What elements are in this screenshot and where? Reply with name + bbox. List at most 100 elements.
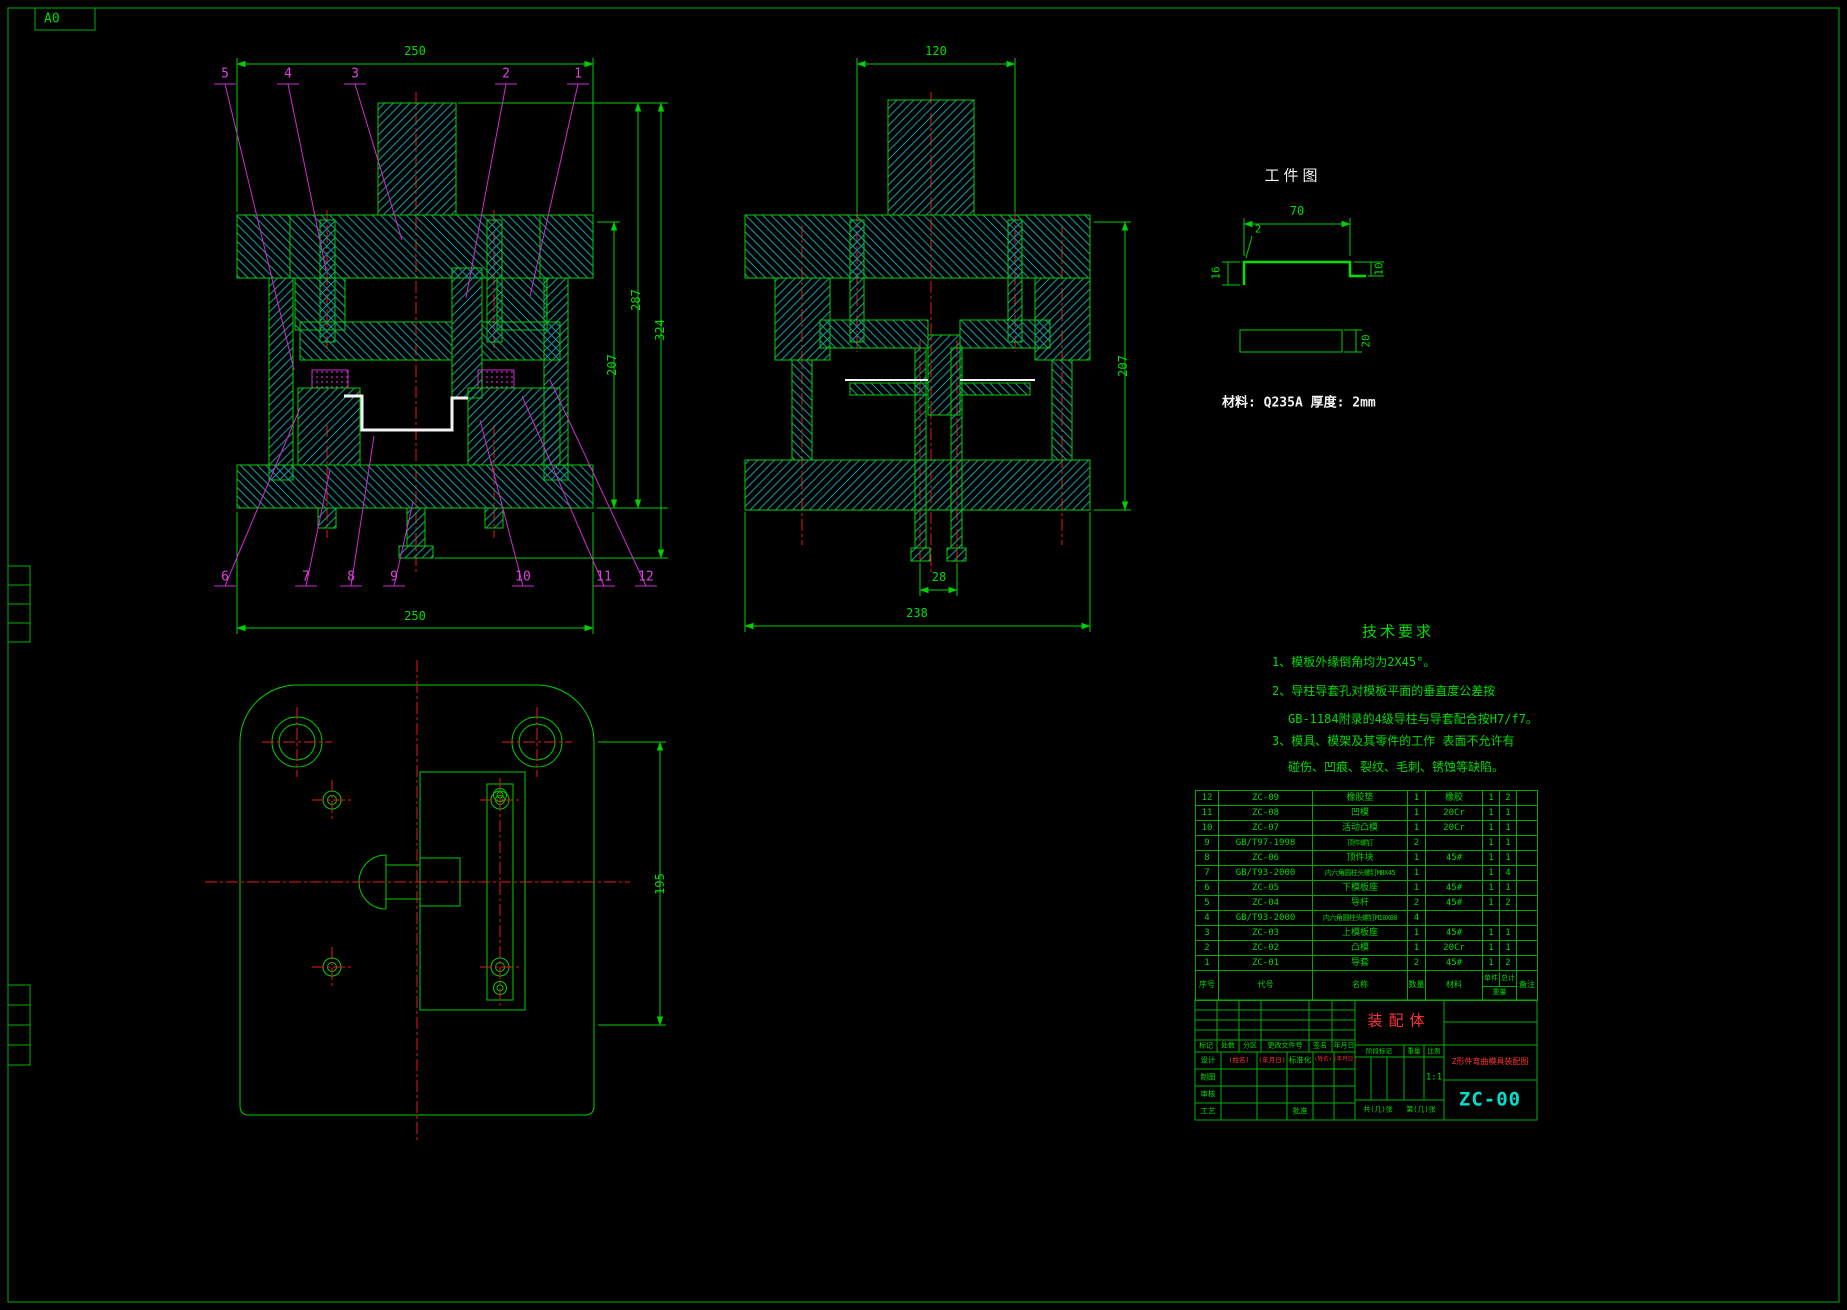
bom-remark (1516, 820, 1538, 836)
bom-material: 45# (1425, 895, 1483, 911)
bom-unit: 1 (1482, 820, 1500, 836)
bom-header-material: 材料 (1425, 970, 1483, 1001)
title-block-stage-mark-label: 阶段标记 (1366, 1046, 1392, 1055)
title-block-sheets-total: 共(几)张 (1363, 1105, 1393, 1114)
bom-code: GB/T93-2000 (1218, 910, 1313, 926)
bom-remark (1516, 955, 1538, 971)
bom-name: 顶件块 (1312, 850, 1408, 866)
title-block-sheet-no: 第(几)张 (1406, 1105, 1436, 1114)
bom-unit: 1 (1482, 805, 1500, 821)
title-block-assembly-name: 装配体 (1367, 1011, 1431, 1030)
role-standard: 标准化 (1288, 1055, 1312, 1065)
tech-req-line-2: 2、导柱导套孔对模板平面的垂直度公差按 (1272, 684, 1496, 698)
bom-qty: 2 (1407, 955, 1426, 971)
bom-total: 2 (1499, 790, 1517, 806)
bom-code: ZC-07 (1218, 820, 1313, 836)
dim-front-height-324: 324 (653, 319, 667, 341)
bom-code: ZC-06 (1218, 850, 1313, 866)
bom-header-weight-group: 单件总计 重量 (1482, 970, 1517, 1001)
bom-total: 1 (1499, 925, 1517, 941)
bom-material (1425, 835, 1483, 851)
role-draft: 制图 (1200, 1072, 1216, 1082)
bom-no: 6 (1195, 880, 1219, 896)
bom-code: ZC-01 (1218, 955, 1313, 971)
bom-qty: 2 (1407, 835, 1426, 851)
bom-code: GB/T93-2000 (1218, 865, 1313, 881)
bom-header-name: 名称 (1312, 970, 1408, 1001)
bom-header-weight: 重量 (1492, 988, 1507, 997)
bom-unit: 1 (1482, 790, 1500, 806)
bom-unit: 1 (1482, 865, 1500, 881)
bom-qty: 1 (1407, 790, 1426, 806)
placeholder-standard-date: (年月日) (1333, 1056, 1357, 1063)
bom-unit: 1 (1482, 955, 1500, 971)
bom-material: 20Cr (1425, 805, 1483, 821)
bom-no: 9 (1195, 835, 1219, 851)
bom-unit: 1 (1482, 880, 1500, 896)
role-approve: 批准 (1292, 1106, 1308, 1116)
bom-no: 3 (1195, 925, 1219, 941)
bom-qty: 1 (1407, 925, 1426, 941)
bom-total (1499, 910, 1517, 926)
dim-side-bolt-spacing: 28 (931, 570, 947, 584)
bom-name: 顶件螺钉 (1312, 835, 1408, 851)
bom-remark (1516, 925, 1538, 941)
dim-front-height-207: 207 (605, 354, 619, 376)
bom-total: 1 (1499, 940, 1517, 956)
bom-material: 20Cr (1425, 940, 1483, 956)
bom-remark (1516, 940, 1538, 956)
rev-header-mark: 标记 (1199, 1041, 1213, 1050)
sheet-format-label: A0 (44, 11, 60, 27)
title-block-weight-label: 重量 (1407, 1046, 1421, 1055)
bom-qty: 1 (1407, 850, 1426, 866)
bom-header-unit: 单件 (1484, 971, 1500, 986)
bom-material: 45# (1425, 850, 1483, 866)
bom-qty: 4 (1407, 910, 1426, 926)
bom-total: 2 (1499, 895, 1517, 911)
tech-req-line-1: 1、模板外缘倒角均为2X45°。 (1272, 655, 1436, 669)
balloon-7: 7 (302, 569, 310, 585)
title-block-scale-label: 比例 (1427, 1046, 1441, 1055)
bom-remark (1516, 880, 1538, 896)
bom-code: ZC-05 (1218, 880, 1313, 896)
top-view-linework (205, 660, 666, 1140)
dim-side-height: 207 (1116, 355, 1130, 377)
bom-remark (1516, 790, 1538, 806)
bom-total: 1 (1499, 850, 1517, 866)
placeholder-design-name: (姓名) (1228, 1055, 1250, 1064)
bom-code: GB/T97-1998 (1218, 835, 1313, 851)
bom-name: 导套 (1312, 955, 1408, 971)
bom-remark (1516, 910, 1538, 926)
balloon-4: 4 (284, 66, 292, 82)
bom-remark (1516, 850, 1538, 866)
dim-workpiece-thickness: 2 (1254, 222, 1262, 236)
bom-remark (1516, 865, 1538, 881)
bom-material: 20Cr (1425, 820, 1483, 836)
bom-name: 橡胶垫 (1312, 790, 1408, 806)
bom-name: 活动凸模 (1312, 820, 1408, 836)
balloon-10: 10 (515, 569, 531, 585)
balloon-1: 1 (574, 66, 582, 82)
balloon-8: 8 (347, 569, 355, 585)
tech-req-title: 技术要求 (1361, 622, 1435, 641)
bom-header-no: 序号 (1195, 970, 1219, 1001)
bom-no: 2 (1195, 940, 1219, 956)
bom-name: 上模板座 (1312, 925, 1408, 941)
bom-name: 凹模 (1312, 805, 1408, 821)
bom-total: 1 (1499, 820, 1517, 836)
front-view-linework (214, 58, 668, 634)
workpiece-material-note: 材料: Q235A 厚度: 2mm (1222, 395, 1376, 411)
bom-remark (1516, 835, 1538, 851)
bom-header-remark: 备注 (1516, 970, 1538, 1001)
title-block-drawing-no: ZC-00 (1458, 1088, 1522, 1111)
